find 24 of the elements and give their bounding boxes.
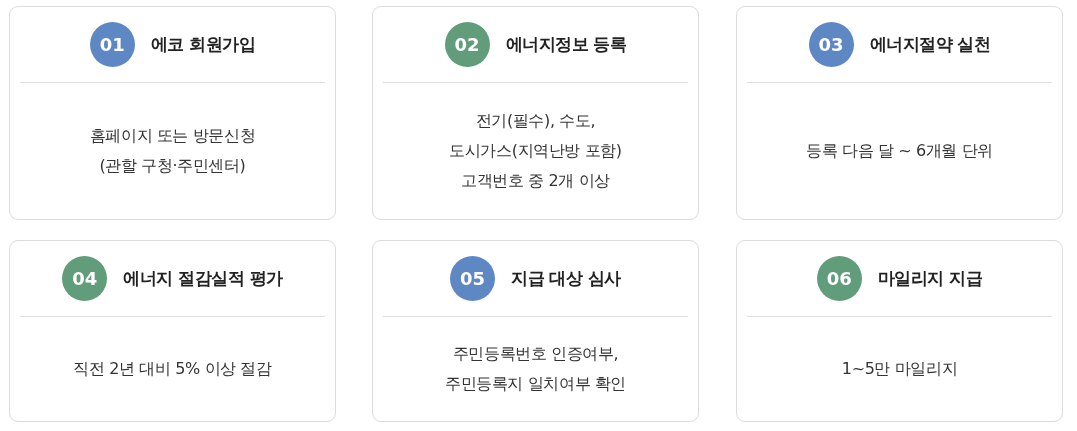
- step-description: 주민등록번호 인증여부, 주민등록지 일치여부 확인: [444, 343, 627, 395]
- step-title: 에너지절약 실천: [869, 33, 991, 56]
- step-card: [736, 240, 1063, 422]
- step-card: [9, 6, 336, 220]
- step-title: 마일리지 지급: [877, 267, 983, 290]
- step-description: 직전 2년 대비 5% 이상 절감: [73, 358, 272, 380]
- step-title: 에너지정보 등록: [505, 33, 627, 56]
- step-description: 등록 다음 달 ~ 6개월 단위: [806, 140, 993, 162]
- step-number-circle: 03: [808, 22, 854, 67]
- step-card: [9, 240, 336, 422]
- step-card: [736, 6, 1063, 220]
- step-number-circle: 05: [450, 256, 496, 301]
- step-description: 전기(필수), 수도, 도시가스(지역난방 포함) 고객번호 중 2개 이상: [448, 110, 623, 192]
- step-title: 지급 대상 심사: [511, 267, 621, 290]
- step-number-circle: 04: [62, 256, 108, 301]
- step-description: 홈페이지 또는 방문신청 (관할 구청·주민센터): [88, 125, 257, 177]
- step-description: 1~5만 마일리지: [841, 358, 958, 380]
- step-number-circle: 01: [89, 22, 135, 67]
- step-card: [372, 6, 699, 220]
- step-title: 에너지 절감실적 평가: [123, 267, 283, 290]
- step-title: 에코 회원가입: [150, 33, 256, 56]
- step-number-circle: 06: [816, 256, 862, 301]
- step-number-circle: 02: [444, 22, 490, 67]
- step-card: [372, 240, 699, 422]
